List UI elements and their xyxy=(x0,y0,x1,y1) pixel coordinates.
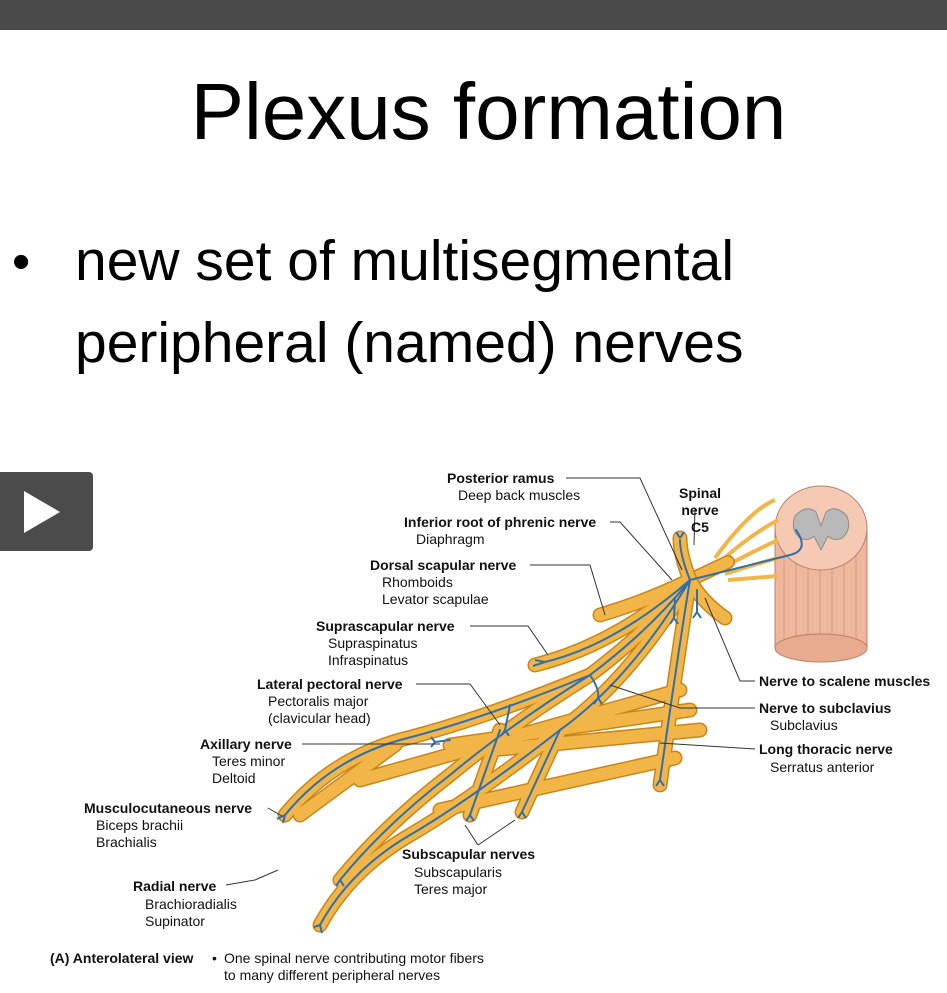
brachial-plexus-diagram: Spinal nerve C5 Posterior ramus Deep bac… xyxy=(50,470,930,983)
caption-view: (A) Anterolateral view xyxy=(50,950,194,966)
spinal-label-3: C5 xyxy=(691,519,709,535)
svg-text:nerve: nerve xyxy=(681,502,719,518)
label-serratus-anterior: Serratus anterior xyxy=(770,759,875,775)
label-teres-major: Teres major xyxy=(414,881,487,897)
label-subclavius: Subclavius xyxy=(770,717,838,733)
label-long-thoracic: Long thoracic nerve xyxy=(759,741,893,757)
label-axillary: Axillary nerve xyxy=(200,736,292,752)
label-dorsal-scapular: Dorsal scapular nerve xyxy=(370,557,517,573)
top-bar xyxy=(0,0,947,30)
label-posterior-ramus: Posterior ramus xyxy=(447,470,555,486)
spinal-label-1: Spinal xyxy=(679,485,721,501)
label-radial: Radial nerve xyxy=(133,878,216,894)
leader-lines xyxy=(225,477,756,886)
label-infraspinatus: Infraspinatus xyxy=(328,652,408,668)
bullet-dot: • xyxy=(12,233,31,291)
spinal-label-2: nerve xyxy=(681,502,719,518)
label-diaphragm: Diaphragm xyxy=(416,531,484,547)
slide-title: Plexus formation xyxy=(190,67,787,156)
caption-bullet: • xyxy=(212,950,217,966)
bullet-text-line-2: peripheral (named) nerves xyxy=(75,311,744,375)
label-biceps-brachii: Biceps brachii xyxy=(96,817,183,833)
label-clavicular-head: (clavicular head) xyxy=(268,710,371,726)
label-phrenic: Inferior root of phrenic nerve xyxy=(404,514,596,530)
spinal-cord xyxy=(774,485,868,663)
label-deltoid: Deltoid xyxy=(212,770,256,786)
label-deep-back-muscles: Deep back muscles xyxy=(458,487,580,503)
svg-text:C5: C5 xyxy=(691,519,709,535)
label-subscapular: Subscapular nerves xyxy=(402,846,535,862)
label-rhomboids: Rhomboids xyxy=(382,574,453,590)
label-levator-scapulae: Levator scapulae xyxy=(382,591,489,607)
motor-fibers xyxy=(284,529,803,926)
play-icon xyxy=(24,491,60,533)
motor-endings xyxy=(276,531,702,934)
label-musculocutaneous: Musculocutaneous nerve xyxy=(84,800,252,816)
diagram-labels: Spinal nerve C5 Posterior ramus Deep bac… xyxy=(50,470,930,983)
label-suprascapular: Suprascapular nerve xyxy=(316,618,455,634)
svg-text:Spinal: Spinal xyxy=(679,485,721,501)
bullet-text-line-1: new set of multisegmental xyxy=(75,229,734,293)
caption-line-1: One spinal nerve contributing motor fibe… xyxy=(224,950,484,966)
label-lateral-pectoral: Lateral pectoral nerve xyxy=(257,676,403,692)
caption-line-2: to many different peripheral nerves xyxy=(224,967,440,983)
label-teres-minor: Teres minor xyxy=(212,753,285,769)
label-scalene: Nerve to scalene muscles xyxy=(759,673,930,689)
label-subclavius-nerve: Nerve to subclavius xyxy=(759,700,891,716)
play-button[interactable] xyxy=(0,472,93,551)
label-brachialis: Brachialis xyxy=(96,834,157,850)
label-supinator: Supinator xyxy=(145,913,205,929)
label-subscapularis: Subscapularis xyxy=(414,864,502,880)
label-pectoralis-major: Pectoralis major xyxy=(268,693,369,709)
label-brachioradialis: Brachioradialis xyxy=(145,896,237,912)
label-supraspinatus: Supraspinatus xyxy=(328,635,418,651)
